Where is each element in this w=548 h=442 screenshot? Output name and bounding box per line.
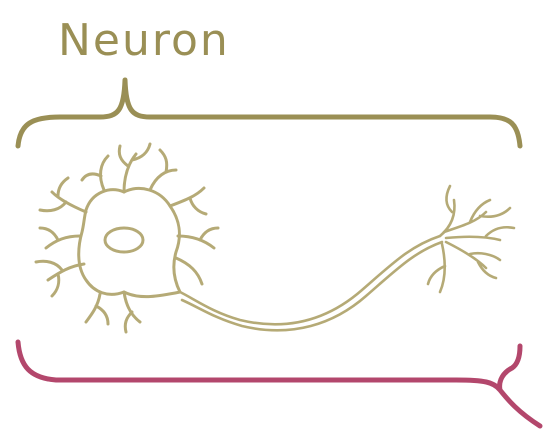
nucleus xyxy=(105,228,143,252)
bottom-curly-brace xyxy=(18,342,540,426)
neuron-illustration xyxy=(36,144,514,332)
axon xyxy=(180,236,442,330)
axon-terminals xyxy=(428,186,514,292)
top-curly-brace xyxy=(18,80,520,146)
diagram-title: Neuron xyxy=(58,15,230,66)
